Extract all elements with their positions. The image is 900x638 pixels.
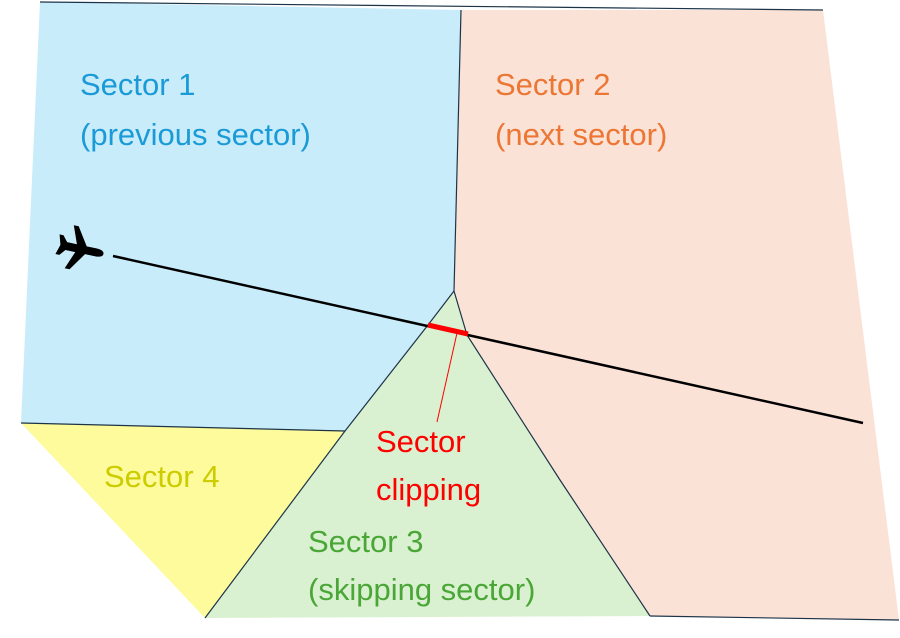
clipping-leader-line xyxy=(436,332,458,423)
bottom-border xyxy=(649,615,900,621)
sector-1-subtitle: (previous sector) xyxy=(80,117,311,152)
sector-2-region xyxy=(454,10,899,620)
airplane-icon xyxy=(55,225,104,270)
sector-1-4-border xyxy=(20,422,346,432)
sector-3-region xyxy=(205,291,650,618)
sector-clipping-segment xyxy=(427,322,469,337)
top-border xyxy=(39,1,824,11)
sector-4-title: Sector 4 xyxy=(104,459,219,494)
sector-3-title: Sector 3 xyxy=(308,524,423,559)
sector-1-3-border xyxy=(204,290,455,619)
sector-1-title: Sector 1 xyxy=(80,67,195,102)
sector-2-title: Sector 2 xyxy=(495,67,610,102)
sector-4-region xyxy=(21,423,345,618)
sector-1-region xyxy=(21,2,461,431)
sector-clipping-label-line1: Sector xyxy=(376,424,466,459)
sector-borders xyxy=(20,1,900,621)
flight-trajectory-line xyxy=(112,254,864,425)
sector-2-3-border xyxy=(453,290,651,617)
sector-clipping-label-line2: clipping xyxy=(376,472,481,507)
sector-2-subtitle: (next sector) xyxy=(495,117,667,152)
sector-3-subtitle: (skipping sector) xyxy=(308,572,535,607)
sector-1-2-border xyxy=(453,9,462,292)
